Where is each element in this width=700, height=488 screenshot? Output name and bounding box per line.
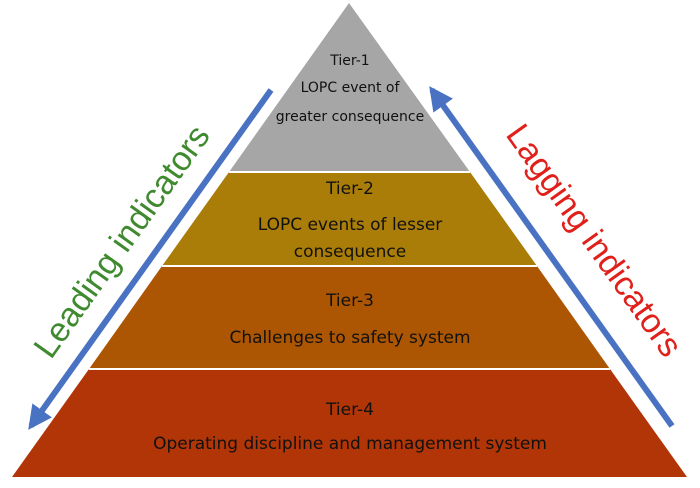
leading-arrow	[28, 88, 274, 430]
tier-2-band	[162, 172, 537, 266]
tier-4-band	[12, 369, 687, 477]
tier-4-line-1: Operating discipline and management syst…	[153, 434, 547, 454]
tier-1-line-1: LOPC event of	[301, 80, 401, 96]
tier-3-line-1: Challenges to safety system	[229, 328, 470, 348]
lagging-arrow	[429, 86, 675, 428]
tier-2-line-1: LOPC events of lesser	[258, 215, 443, 235]
tier-1-title: Tier-1	[329, 53, 369, 69]
tier-2-line-2: consequence	[294, 242, 406, 262]
tier-3-title: Tier-3	[325, 291, 374, 311]
tier-1-line-2: greater consequence	[276, 109, 424, 125]
tier-3-band	[89, 266, 610, 369]
tier-1-band	[229, 3, 470, 172]
tier-2-title: Tier-2	[325, 179, 374, 199]
tier-4-title: Tier-4	[325, 400, 374, 420]
